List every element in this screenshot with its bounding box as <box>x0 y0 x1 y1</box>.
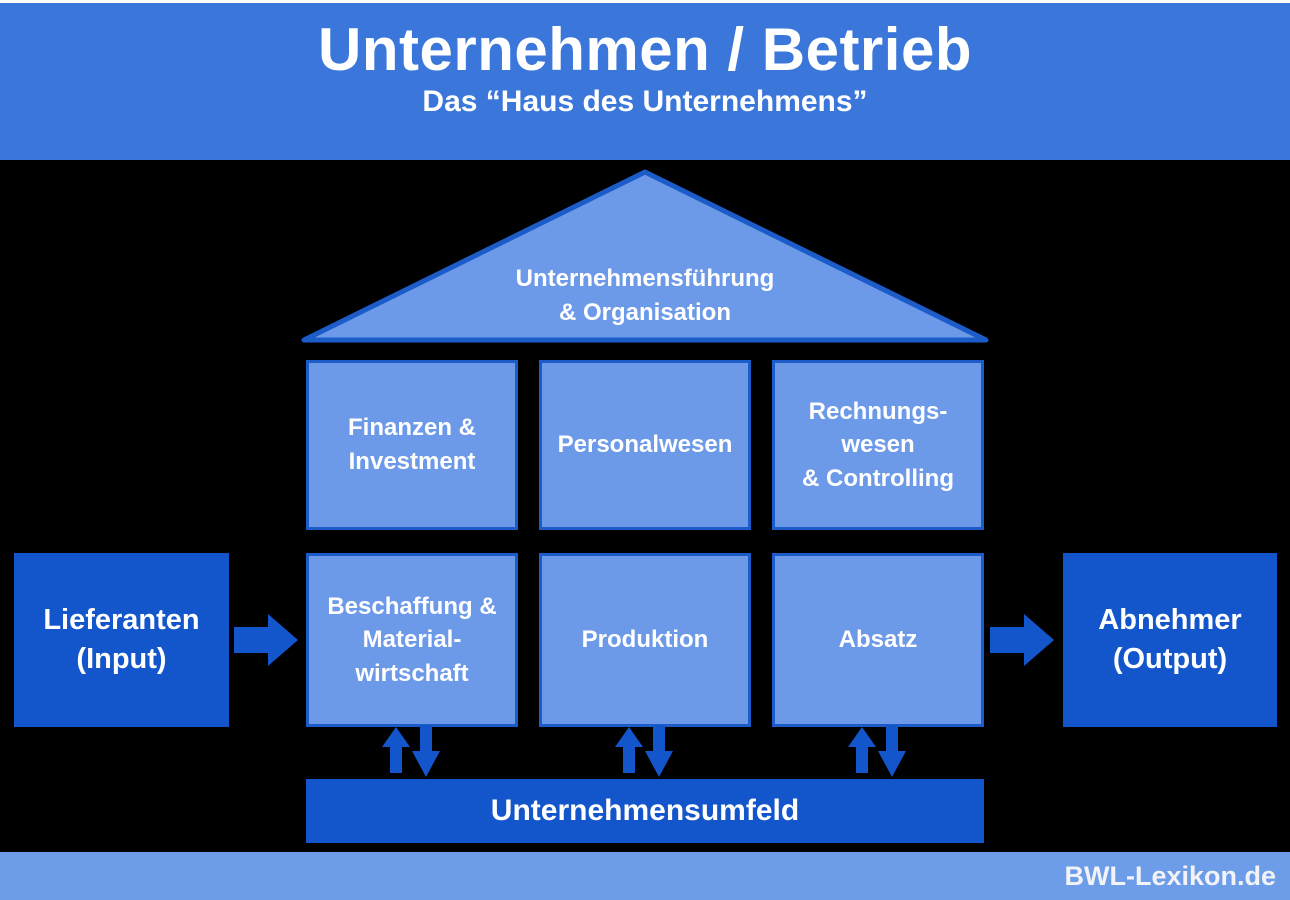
environment-bar: Unternehmensumfeld <box>306 779 984 843</box>
footer-bar: BWL-Lexikon.de <box>0 852 1290 900</box>
roof-label: Unternehmensführung & Organisation <box>515 265 775 326</box>
input-box: Lieferanten (Input) <box>14 553 229 727</box>
top-divider <box>0 0 1290 3</box>
header-banner: Unternehmen / Betrieb Das “Haus des Unte… <box>0 3 1290 160</box>
arrow-up-down-pair-icon <box>382 725 440 777</box>
page-subtitle: Das “Haus des Unternehmens” <box>422 85 868 118</box>
room-rechnungswesen-controlling: Rechnungs- wesen & Controlling <box>772 360 984 530</box>
output-box: Abnehmer (Output) <box>1063 553 1277 727</box>
room-personalwesen: Personalwesen <box>539 360 751 530</box>
environment-bar-label: Unternehmensumfeld <box>490 794 800 827</box>
room-absatz: Absatz <box>772 553 984 727</box>
arrow-right-icon <box>990 614 1054 666</box>
room-beschaffung-materialwirtschaft: Beschaffung & Material- wirtschaft <box>306 553 518 727</box>
arrow-up-down-pair-icon <box>615 725 673 777</box>
arrow-up-down-pair-icon <box>848 725 906 777</box>
brand-label: BWL-Lexikon.de <box>1064 860 1276 891</box>
room-finanzen-investment: Finanzen & Investment <box>306 360 518 530</box>
page-title: Unternehmen / Betrieb <box>318 16 972 83</box>
arrow-right-icon <box>234 614 298 666</box>
roof-triangle <box>301 169 989 343</box>
room-produktion: Produktion <box>539 553 751 727</box>
